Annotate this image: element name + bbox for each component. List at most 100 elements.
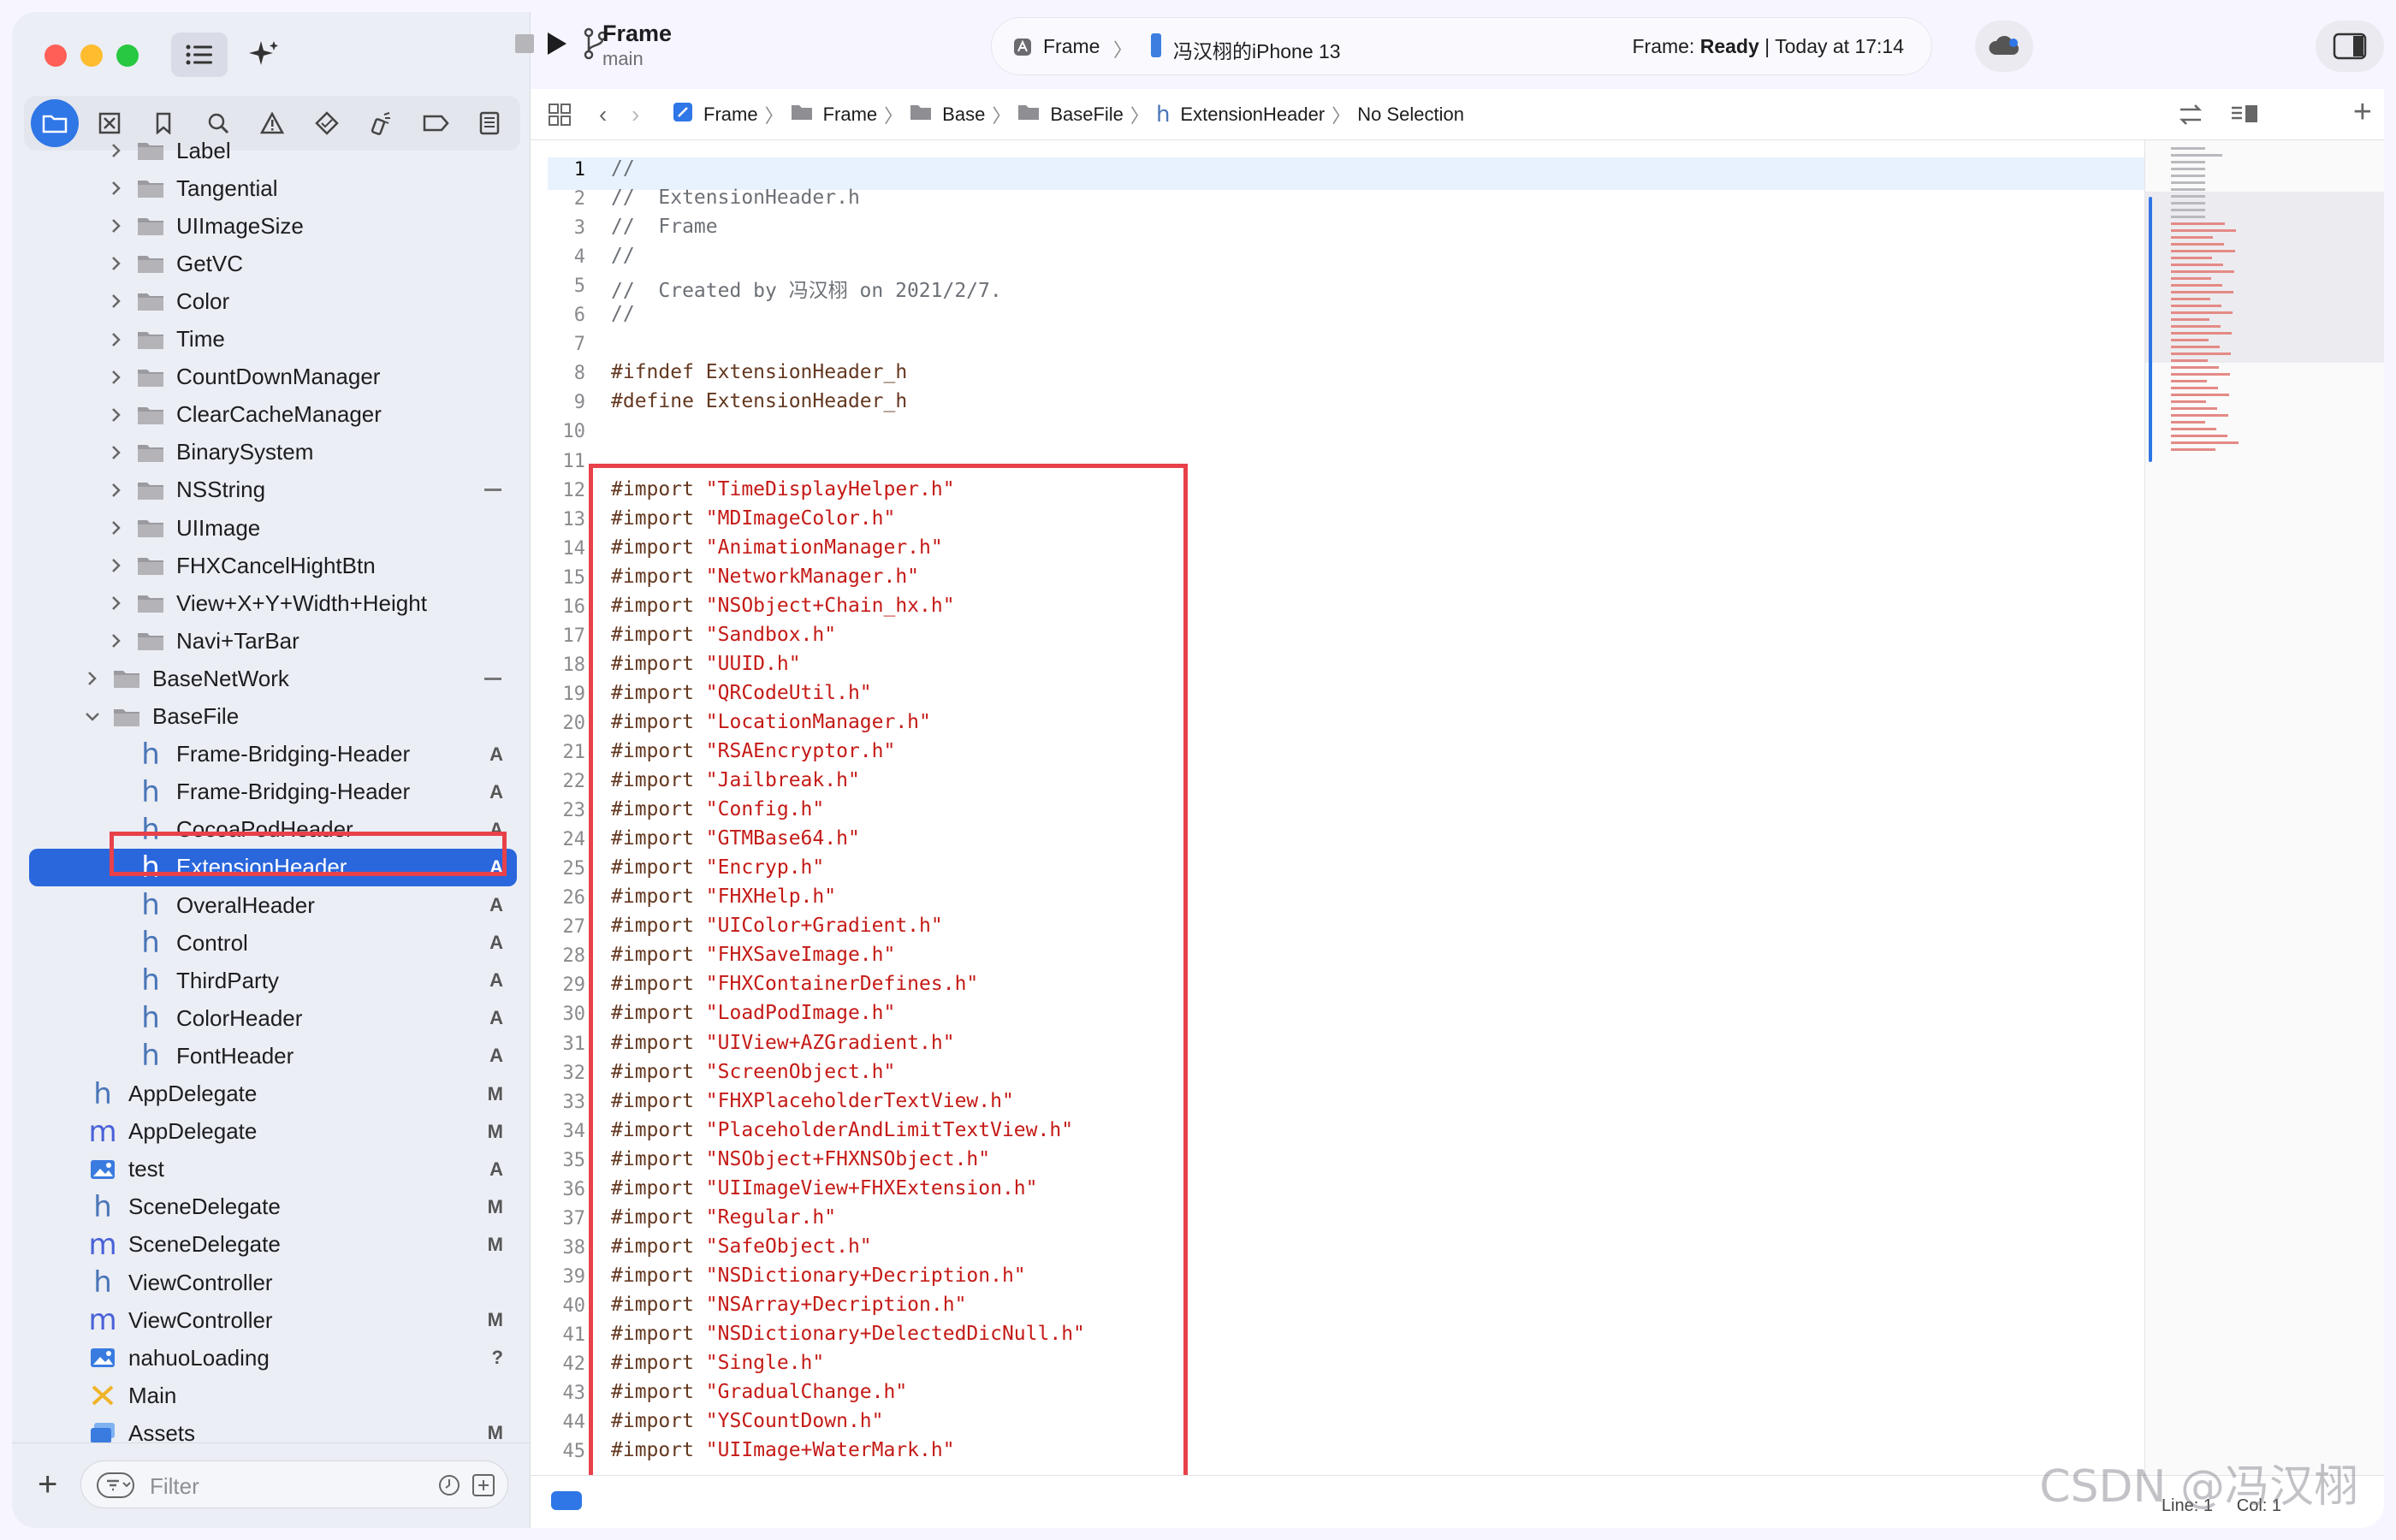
code-line[interactable]: #import "NSDictionary+Decription.h" xyxy=(611,1265,1026,1287)
code-line[interactable]: #import "UIColor+Gradient.h" xyxy=(611,915,943,937)
tree-item[interactable]: FHXCancelHightBtn xyxy=(29,547,517,584)
navigator-toggle-button[interactable] xyxy=(171,33,228,77)
cloud-status-button[interactable] xyxy=(1975,21,2033,72)
code-line[interactable]: // ExtensionHeader.h xyxy=(611,187,860,209)
tree-item[interactable]: ClearCacheManager xyxy=(29,396,517,434)
code-line[interactable]: // xyxy=(611,157,635,180)
chevron-right-icon[interactable] xyxy=(108,482,125,499)
breadcrumb-item[interactable]: BaseFile xyxy=(1017,104,1124,126)
code-line[interactable]: #import "NetworkManager.h" xyxy=(611,566,919,588)
device-label[interactable]: 冯汉栩的iPhone 13 xyxy=(1173,40,1341,62)
code-line[interactable]: #import "SafeObject.h" xyxy=(611,1235,872,1258)
chevron-right-icon[interactable] xyxy=(108,255,125,272)
test-tab[interactable] xyxy=(303,99,351,147)
code-line[interactable]: // xyxy=(611,303,635,325)
zoom-window-button[interactable] xyxy=(116,44,139,67)
chevron-right-icon[interactable] xyxy=(108,406,125,424)
tree-item[interactable]: NSString xyxy=(29,471,517,509)
code-line[interactable]: #import "Single.h" xyxy=(611,1352,824,1374)
code-line[interactable]: #import "Encryp.h" xyxy=(611,856,824,879)
chevron-right-icon[interactable] xyxy=(108,595,125,612)
code-line[interactable]: #import "PlaceholderAndLimitTextView.h" xyxy=(611,1119,1073,1141)
tree-item[interactable]: BinarySystem xyxy=(29,434,517,471)
code-line[interactable]: #import "NSDictionary+DelectedDicNull.h" xyxy=(611,1323,1085,1345)
filter-field[interactable]: Filter xyxy=(80,1460,508,1508)
tree-item[interactable]: Time xyxy=(29,321,517,358)
tree-item[interactable]: Navi+TarBar xyxy=(29,622,517,660)
chevron-right-icon[interactable] xyxy=(108,331,125,348)
tree-item[interactable]: View+X+Y+Width+Height xyxy=(29,584,517,622)
debug-area-toggle-icon[interactable] xyxy=(551,1491,582,1510)
code-line[interactable]: #import "TimeDisplayHelper.h" xyxy=(611,478,955,500)
chevron-right-icon[interactable] xyxy=(108,444,125,461)
code-line[interactable]: #import "UIImage+WaterMark.h" xyxy=(611,1439,955,1461)
tree-item[interactable]: nahuoLoading? xyxy=(29,1339,517,1377)
chevron-right-icon[interactable] xyxy=(108,293,125,310)
chevron-right-icon[interactable] xyxy=(108,519,125,536)
code-line[interactable]: #import "Regular.h" xyxy=(611,1206,836,1229)
minimize-window-button[interactable] xyxy=(80,44,103,67)
code-line[interactable]: #import "FHXPlaceholderTextView.h" xyxy=(611,1090,1014,1112)
chevron-right-icon[interactable] xyxy=(84,670,101,687)
code-line[interactable]: #define ExtensionHeader_h xyxy=(611,390,907,412)
tree-item[interactable]: BaseNetWork xyxy=(29,660,517,697)
report-tab[interactable] xyxy=(466,99,513,147)
tree-item[interactable]: UIImageSize xyxy=(29,207,517,245)
code-line[interactable]: #import "YSCountDown.h" xyxy=(611,1410,884,1432)
tree-item[interactable]: Main xyxy=(29,1377,517,1414)
code-line[interactable]: #import "NSObject+Chain_hx.h" xyxy=(611,595,955,617)
tree-item[interactable]: Label xyxy=(29,137,517,169)
chevron-right-icon[interactable] xyxy=(108,632,125,649)
close-window-button[interactable] xyxy=(44,44,67,67)
code-line[interactable]: #import "ScreenObject.h" xyxy=(611,1061,895,1083)
add-icon[interactable]: + xyxy=(38,1466,58,1503)
code-line[interactable]: #import "UUID.h" xyxy=(611,653,801,675)
find-tab[interactable] xyxy=(194,99,242,147)
back-button[interactable]: ‹ xyxy=(599,101,608,127)
breadcrumb-item[interactable]: Base xyxy=(910,104,985,126)
code-line[interactable]: // xyxy=(611,245,635,267)
tree-item[interactable]: GetVC xyxy=(29,245,517,282)
project-navigator-tab[interactable] xyxy=(31,99,79,147)
code-line[interactable]: #import "UIImageView+FHXExtension.h" xyxy=(611,1177,1038,1199)
tree-item[interactable]: UIImage xyxy=(29,509,517,547)
debug-tab[interactable] xyxy=(357,99,405,147)
tree-item[interactable]: BaseFile xyxy=(29,698,517,736)
breadcrumb-item[interactable]: Frame xyxy=(673,102,758,127)
code-line[interactable]: #import "MDImageColor.h" xyxy=(611,507,895,530)
code-line[interactable]: #import "UIView+AZGradient.h" xyxy=(611,1032,955,1054)
chevron-right-icon[interactable] xyxy=(108,217,125,234)
issue-tab[interactable] xyxy=(248,99,296,147)
code-line[interactable]: #ifndef ExtensionHeader_h xyxy=(611,361,907,383)
bookmark-tab[interactable] xyxy=(139,99,187,147)
code-line[interactable]: #import "Sandbox.h" xyxy=(611,624,836,646)
tree-item[interactable]: CountDownManager xyxy=(29,358,517,396)
code-line[interactable]: #import "RSAEncryptor.h" xyxy=(611,740,895,762)
breakpoint-tab[interactable] xyxy=(412,99,460,147)
code-line[interactable]: #import "LoadPodImage.h" xyxy=(611,1002,895,1024)
forward-button[interactable]: › xyxy=(632,101,640,127)
tree-item[interactable]: Tangential xyxy=(29,169,517,207)
code-line[interactable]: #import "FHXContainerDefines.h" xyxy=(611,973,978,995)
source-control-tab[interactable] xyxy=(86,99,133,147)
code-line[interactable]: #import "NSArray+Decription.h" xyxy=(611,1294,966,1316)
breadcrumb-item[interactable]: Frame xyxy=(791,104,877,126)
chevron-down-icon[interactable] xyxy=(84,708,101,726)
code-line[interactable]: #import "Jailbreak.h" xyxy=(611,769,860,791)
code-line[interactable]: #import "QRCodeUtil.h" xyxy=(611,682,872,704)
code-line[interactable]: #import "GradualChange.h" xyxy=(611,1381,907,1403)
